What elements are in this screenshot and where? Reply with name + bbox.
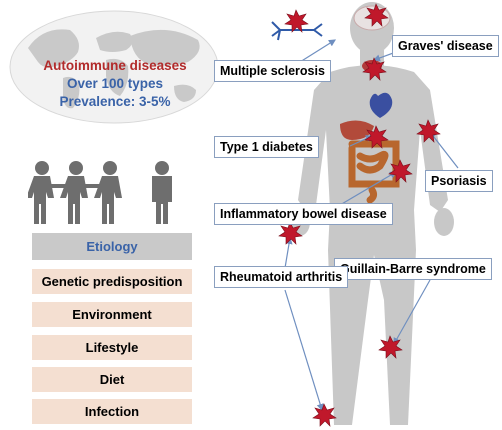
people-icon [28,161,172,224]
inflammation-bursts [278,3,441,427]
label-multiple-sclerosis: Multiple sclerosis [214,60,331,82]
etiology-header: Etiology [32,233,192,260]
etiology-item-environment: Environment [32,302,192,327]
label-psoriasis: Psoriasis [425,170,493,192]
label-graves-disease: Graves' disease [392,35,499,57]
etiology-item-lifestyle: Lifestyle [32,335,192,360]
etiology-item-genetic: Genetic predisposition [32,269,192,294]
types-count: Over 100 types [66,76,164,91]
label-guillain-barre: Guillain-Barre syndrome [334,258,492,280]
etiology-item-diet: Diet [32,367,192,392]
label-type1-diabetes: Type 1 diabetes [214,136,319,158]
autoimmune-title: Autoimmune diseases [43,58,187,73]
label-rheumatoid-arthritis: Rheumatoid arthritis [214,266,349,288]
prevalence-text: Prevalence: 3-5% [59,94,171,109]
label-inflammatory-bowel-disease: Inflammatory bowel disease [214,203,393,225]
world-map [9,10,219,124]
etiology-item-infection: Infection [32,399,192,424]
